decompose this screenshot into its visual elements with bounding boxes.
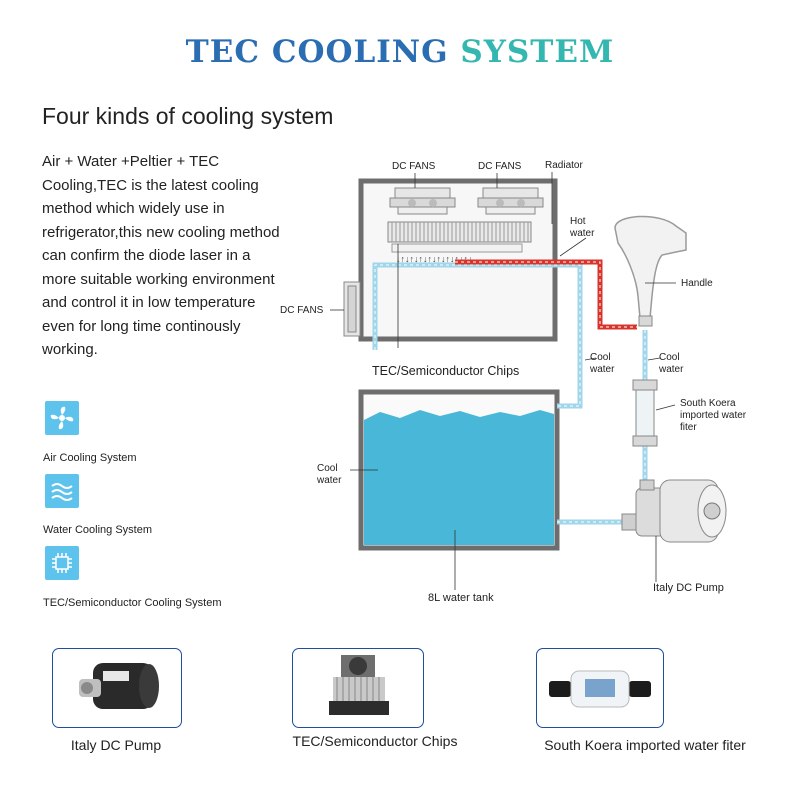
label-dc-fans-1: DC FANS bbox=[392, 161, 436, 172]
product-card-filter bbox=[536, 648, 664, 728]
label-cool-water-2-line1: Cool bbox=[659, 352, 680, 363]
pump-photo bbox=[79, 663, 159, 709]
label-filter-line1: South Koera bbox=[680, 398, 736, 409]
product-label-filter: South Koera imported water fiter bbox=[544, 737, 746, 753]
label-cool-water-1-line1: Cool bbox=[590, 352, 611, 363]
description-text: Air + Water +Peltier + TEC Cooling,TEC i… bbox=[42, 153, 280, 358]
label-filter-line3: fiter bbox=[680, 422, 697, 433]
label-radiator: Radiator bbox=[545, 160, 583, 171]
label-cool-water-1-line2: water bbox=[590, 364, 615, 375]
product-label-tec: TEC/Semiconductor Chips bbox=[292, 733, 458, 749]
label-cool-water-2-line2: water bbox=[659, 364, 684, 375]
title-part-1: TEC COOLING bbox=[185, 34, 449, 70]
system-label-tec: TEC/Semiconductor Cooling System bbox=[43, 597, 222, 609]
label-cool-water-tank-line2: water bbox=[317, 475, 342, 486]
tank-water bbox=[364, 410, 554, 545]
label-filter-line2: imported water bbox=[680, 410, 747, 421]
label-hot-water: Hot water bbox=[570, 216, 594, 240]
product-label-pump: Italy DC Pump bbox=[70, 737, 162, 753]
label-hot-water-line1: Hot bbox=[570, 216, 586, 227]
svg-text:↓↑↓↑↓↑↓↑↓↑↓↑↓↑↓↑↓: ↓↑↓↑↓↑↓↑↓↑↓↑↓↑↓↑↓ bbox=[396, 254, 473, 264]
label-pump: Italy DC Pump bbox=[653, 582, 724, 594]
top-fan-1 bbox=[389, 187, 456, 215]
section-heading: Four kinds of cooling system bbox=[42, 103, 334, 129]
label-dc-fans-2: DC FANS bbox=[478, 161, 522, 172]
page-title: TEC COOLING SYSTEM bbox=[0, 34, 800, 70]
laser-handle bbox=[614, 215, 687, 319]
label-dc-fans-side: DC FANS bbox=[280, 305, 324, 316]
fan-icon bbox=[45, 401, 79, 435]
label-filter: South Koera imported water fiter bbox=[680, 398, 746, 434]
label-cool-water-tank-line1: Cool bbox=[317, 463, 338, 474]
label-handle: Handle bbox=[681, 278, 713, 289]
label-cool-water-2: Cool water bbox=[659, 352, 683, 376]
label-cool-water-tank: Cool water bbox=[317, 463, 341, 487]
tec-photo bbox=[329, 655, 389, 715]
label-cool-water-1: Cool water bbox=[590, 352, 614, 376]
system-label-water: Water Cooling System bbox=[43, 524, 153, 536]
product-card-pump bbox=[52, 648, 182, 728]
system-label-air: Air Cooling System bbox=[43, 452, 137, 464]
chip-icon bbox=[45, 546, 79, 580]
top-fan-2 bbox=[477, 187, 544, 215]
product-card-tec bbox=[292, 648, 424, 728]
waves-icon bbox=[45, 474, 79, 508]
filter-photo bbox=[549, 670, 651, 708]
label-tec-chips: TEC/Semiconductor Chips bbox=[372, 364, 520, 378]
label-hot-water-line2: water bbox=[570, 228, 595, 239]
label-tank: 8L water tank bbox=[428, 592, 494, 604]
pump-graphic bbox=[621, 479, 727, 543]
title-part-2: SYSTEM bbox=[460, 34, 615, 70]
